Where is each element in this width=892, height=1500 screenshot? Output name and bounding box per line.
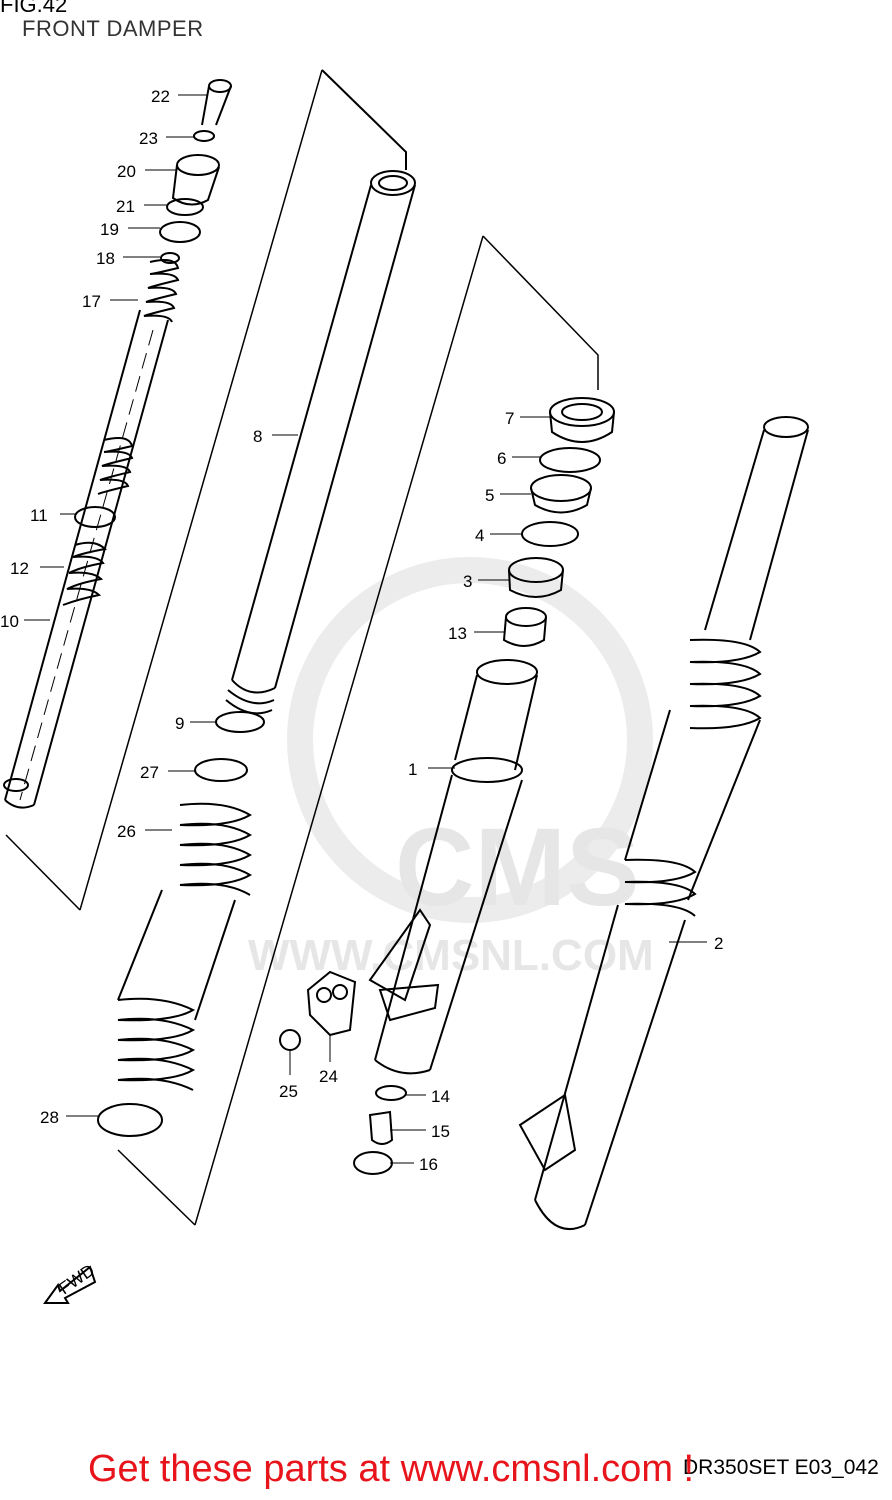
callout-2: 2 (714, 934, 723, 953)
callout-16: 16 (419, 1155, 438, 1174)
callout-15: 15 (431, 1122, 450, 1141)
callout-8: 8 (253, 427, 262, 446)
callout-3: 3 (463, 572, 472, 591)
watermark-logo: CMS (395, 806, 639, 929)
fwd-arrow-icon (43, 1265, 97, 1304)
outer-tube (368, 659, 538, 1075)
callout-26: 26 (117, 822, 136, 841)
callout-5: 5 (485, 486, 494, 505)
callout-19: 19 (100, 220, 119, 239)
leader-lines (24, 94, 707, 1164)
callout-6: 6 (497, 449, 506, 468)
callout-24: 24 (319, 1067, 338, 1086)
callout-1: 1 (408, 760, 417, 779)
footer-link[interactable]: Get these parts at www.cmsnl.com ! (88, 1448, 695, 1490)
callout-17: 17 (82, 292, 101, 311)
callout-11: 11 (30, 506, 48, 525)
page-title: FRONT DAMPER (22, 16, 204, 41)
callout-28: 28 (40, 1108, 59, 1127)
axle-holder (279, 970, 407, 1175)
damper-rod (4, 309, 169, 809)
callout-12: 12 (10, 559, 29, 578)
seal-stack (502, 397, 615, 647)
cap-bolt (159, 79, 232, 264)
callout-18: 18 (96, 249, 115, 268)
callout-22: 22 (151, 87, 170, 106)
callout-27: 27 (140, 763, 159, 782)
callout-10: 10 (0, 612, 19, 631)
callout-7: 7 (505, 409, 514, 428)
callout-23: 23 (139, 129, 158, 148)
callout-21: 21 (116, 197, 135, 216)
drawing (3, 69, 809, 1304)
callout-13: 13 (448, 624, 467, 643)
part-code: DR350SET E03_042 (683, 1456, 879, 1479)
rod-rings (3, 506, 116, 792)
figure-number: FIG.42 (0, 0, 68, 17)
callout-20: 20 (117, 162, 136, 181)
left-boot (97, 711, 265, 1137)
inner-tube (225, 170, 416, 715)
callout-25: 25 (279, 1082, 298, 1101)
watermark-url: WWW.CMSNL.COM (248, 931, 654, 980)
callout-14: 14 (431, 1087, 450, 1106)
spring (97, 259, 180, 495)
callout-labels: 22 23 20 21 19 18 17 8 11 12 10 9 27 26 … (0, 87, 723, 1298)
right-fork (518, 416, 809, 1230)
callout-4: 4 (475, 526, 484, 545)
watermark: CMS WWW.CMSNL.COM (248, 557, 654, 980)
callout-9: 9 (175, 714, 184, 733)
